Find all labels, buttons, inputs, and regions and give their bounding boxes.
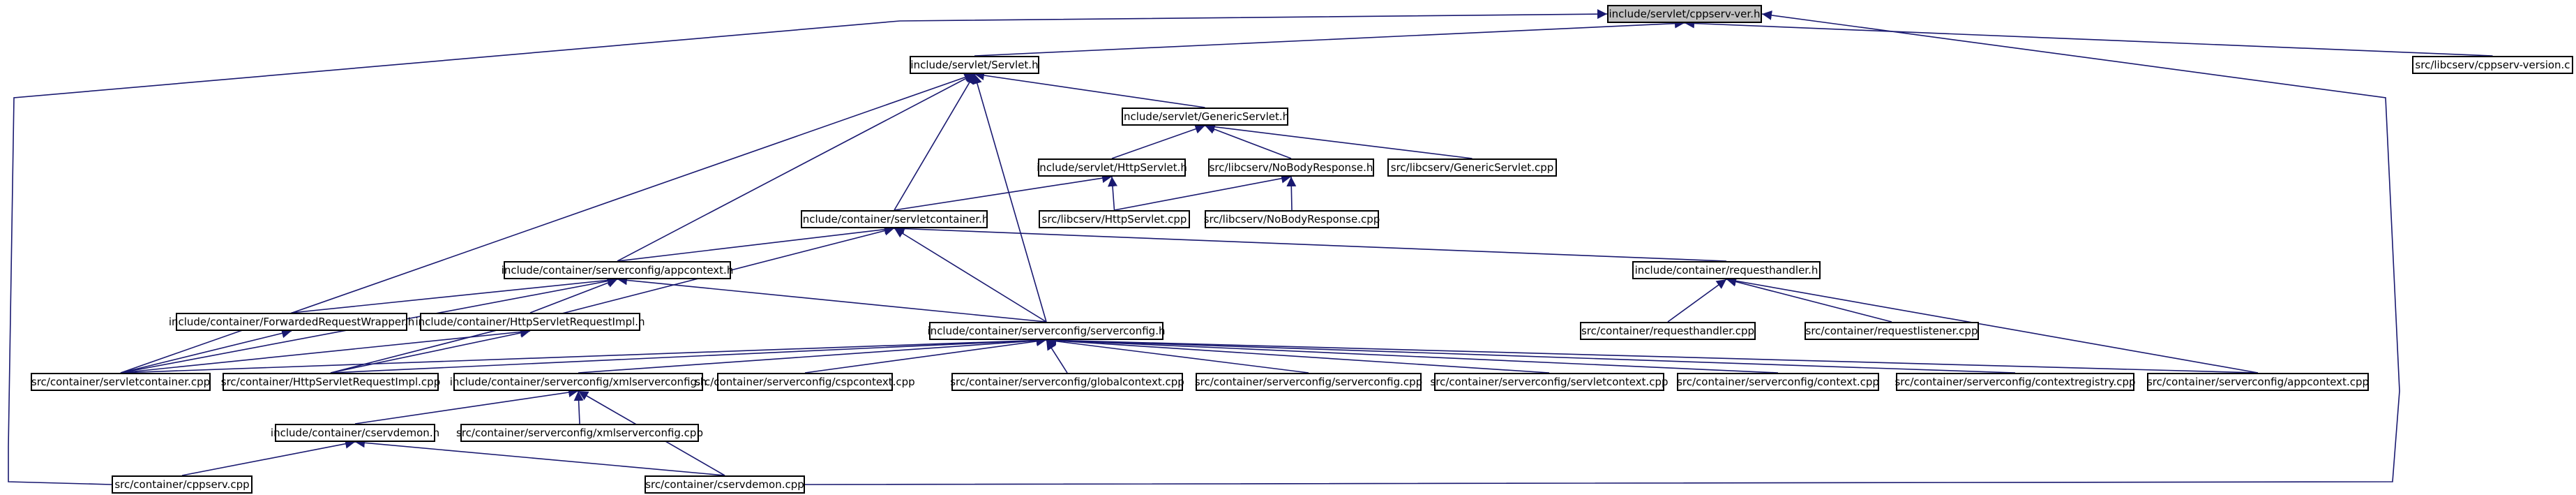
edge-genericservlet_cpp-to-genericservlet_h: [1205, 121, 1472, 159]
edge-cservdemon_cpp-to-cservdemon_h: [354, 438, 725, 476]
node-servletcontext-cpp[interactable]: src/container/serverconfig/servletcontex…: [1430, 373, 1669, 391]
node-servletcontainer-h[interactable]: include/container/servletcontainer.h: [800, 210, 988, 228]
edge-nobody_h-to-genericservlet_h: [1205, 124, 1292, 159]
edge-requesthandler_h-to-servletcontainer_h: [894, 223, 1727, 262]
node-serverconfig-h[interactable]: include/container/serverconfig/servercon…: [928, 322, 1165, 340]
edge-libcserv_version-to-cppserv_ver: [1684, 18, 2493, 57]
node-nobodyresponse-h[interactable]: src/libcserv/NoBodyResponse.h: [1208, 158, 1374, 177]
edge-xmlserverconfig_h-to-serverconfig_h: [578, 335, 1047, 374]
edge-serverconfig_cpp-to-serverconfig_h: [1046, 336, 1309, 374]
edge-context_cpp-to-serverconfig_h: [1046, 335, 1779, 374]
node-httpservlet-h[interactable]: include/servlet/HttpServlet.h: [1037, 158, 1187, 177]
edge-serverconfig_h-to-appcontext_h: [617, 275, 1047, 323]
node-nobodyresponse-cpp[interactable]: src/libcserv/NoBodyResponse.cpp: [1204, 210, 1380, 228]
edge-cppserv_cpp-to-cservdemon_h: [181, 438, 356, 476]
edge-servletcontainer_cpp-to-serverconfig_h: [120, 335, 1047, 374]
node-requesthandler-cpp[interactable]: src/container/requesthandler.cpp: [1580, 322, 1756, 340]
edge-servletcontainer_cpp-to-httpreqimpl_h: [120, 327, 531, 374]
edge-httpservlet_h-to-genericservlet_h: [1111, 124, 1205, 159]
node-xmlserverconfig-cpp[interactable]: src/container/serverconfig/xmlserverconf…: [456, 424, 703, 442]
edge-serverconfig_h-to-servletcontainer_h: [894, 228, 1047, 323]
edge-httpreqimpl_cpp-to-servletcontainer_h: [330, 226, 895, 374]
node-httpservletrequestimpl-cpp[interactable]: src/container/HttpServletRequestImpl.cpp: [221, 373, 440, 391]
edge-globalcontext_cpp-to-serverconfig_h: [1046, 339, 1068, 374]
node-genericservlet-cpp[interactable]: src/libcserv/GenericServlet.cpp: [1387, 158, 1557, 177]
node-requestlistener-cpp[interactable]: src/container/requestlistener.cpp: [1805, 322, 1979, 340]
edge-servletcontainer_cpp-to-fwdreq_h: [120, 328, 292, 374]
edge-cspcontext_cpp-to-serverconfig_h: [804, 336, 1047, 374]
edge-servletcontainer_h-to-httpservlet_h: [894, 173, 1113, 211]
edge-httpreqimpl_h-to-appcontext_h: [529, 278, 618, 313]
node-httpservletrequestimpl-h[interactable]: include/container/HttpServletRequestImpl…: [415, 313, 645, 331]
edge-httpreqimpl_cpp-to-serverconfig_h: [330, 335, 1047, 374]
node-cppserv-ver-h[interactable]: include/servlet/cppserv-ver.h: [1607, 5, 1762, 23]
edge-httpreqimpl_cpp-to-httpreqimpl_h: [330, 328, 531, 374]
edge-appcontext_cpp-to-requesthandler_h: [1726, 276, 2259, 374]
node-appcontext-cpp[interactable]: src/container/serverconfig/appcontext.cp…: [2147, 373, 2369, 391]
node-requesthandler-h[interactable]: include/container/requesthandler.h: [1632, 261, 1821, 279]
edge-genericservlet_h-to-servlet_h: [974, 71, 1205, 108]
edge-cservdemon_h-to-xmlserverconfig_h: [354, 387, 579, 424]
edge-fwdreq_h-to-appcontext_h: [291, 275, 618, 313]
node-servlet-h[interactable]: include/servlet/Servlet.h: [910, 56, 1039, 74]
node-servletcontainer-cpp[interactable]: src/container/servletcontainer.cpp: [31, 373, 211, 391]
node-serverconfig-cpp[interactable]: src/container/serverconfig/serverconfig.…: [1195, 373, 1422, 391]
node-context-cpp[interactable]: src/container/serverconfig/context.cpp: [1677, 373, 1879, 391]
edge-servletcontext_cpp-to-serverconfig_h: [1046, 335, 1550, 374]
node-globalcontext-cpp[interactable]: src/container/serverconfig/globalcontext…: [950, 373, 1184, 391]
node-cppserv-version-c[interactable]: src/libcserv/cppserv-version.c: [2412, 56, 2573, 74]
node-xmlserverconfig-h[interactable]: include/container/serverconfig/xmlserver…: [450, 373, 707, 391]
edge-nobody_cpp-to-nobody_h: [1286, 176, 1297, 211]
node-appcontext-h[interactable]: include/container/serverconfig/appcontex…: [502, 261, 733, 279]
node-cservdemon-h[interactable]: include/container/cservdemon.h: [271, 424, 439, 442]
edge-httpservlet_cpp-to-nobody_h: [1114, 173, 1292, 211]
edge-appcontext_cpp-to-serverconfig_h: [1046, 335, 2259, 374]
edge-cservdemon_cpp-to-cppserv_ver: [804, 10, 2400, 485]
edge-appcontext_h-to-servlet_h: [617, 73, 975, 262]
node-contextregistry-cpp[interactable]: src/container/serverconfig/contextregist…: [1895, 373, 2136, 391]
edge-requestlistener_cpp-to-requesthandler_h: [1726, 276, 1892, 323]
edge-httpservlet_cpp-to-httpservlet_h: [1108, 176, 1117, 211]
node-genericservlet-h[interactable]: include/servlet/GenericServlet.h: [1121, 108, 1289, 126]
edge-contextregistry_cpp-to-serverconfig_h: [1046, 335, 2016, 374]
edge-xmlserverconfig_cpp-to-xmlserverconfig_h: [573, 390, 584, 424]
node-cppserv-cpp[interactable]: src/container/cppserv.cpp: [112, 475, 253, 494]
node-forwardedrequestwrapper-h[interactable]: include/container/ForwardedRequestWrappe…: [169, 313, 414, 331]
edge-appcontext_h-to-servletcontainer_h: [617, 224, 895, 262]
node-cservdemon-cpp[interactable]: src/container/cservdemon.cpp: [645, 475, 805, 494]
edge-requesthandler_cpp-to-requesthandler_h: [1667, 279, 1727, 323]
edge-servletcontainer_h-to-servlet_h: [894, 73, 975, 211]
node-cspcontext-cpp[interactable]: src/container/serverconfig/cspcontext.cp…: [695, 373, 915, 391]
edge-servlet_h-to-cppserv_ver: [974, 18, 1685, 57]
node-httpservlet-cpp[interactable]: src/libcserv/HttpServlet.cpp: [1039, 210, 1190, 228]
edge-cppserv_cpp-to-cppserv_ver: [8, 9, 1608, 485]
edge-serverconfig_h-to-servlet_h: [972, 73, 1047, 323]
